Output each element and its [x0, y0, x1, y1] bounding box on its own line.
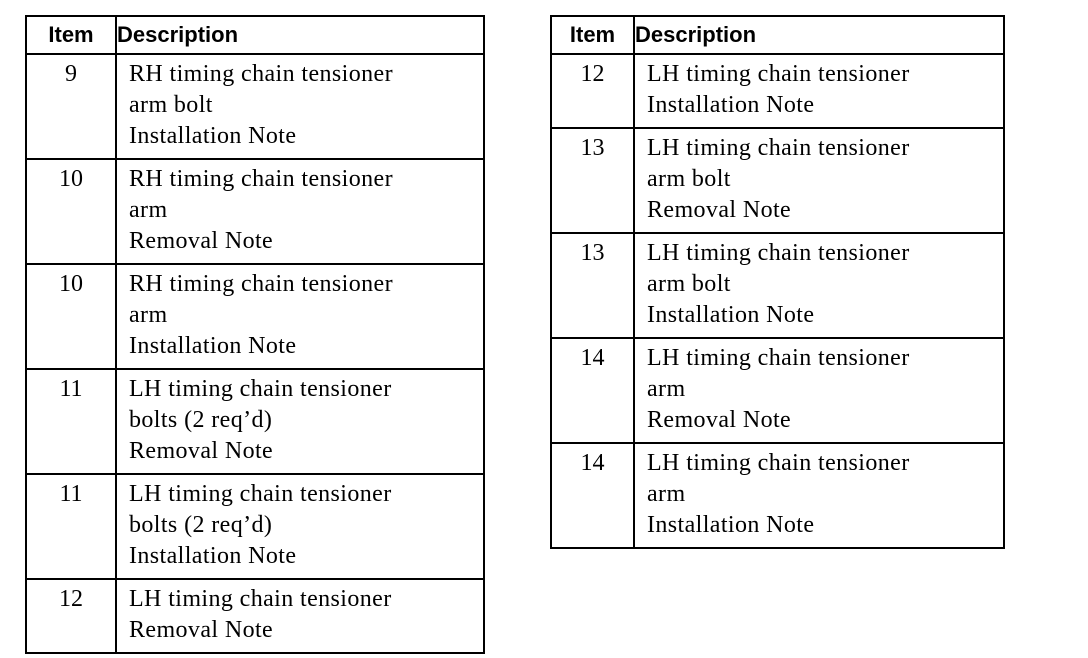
table-row: 11 LH timing chain tensioner bolts (2 re…	[25, 473, 485, 580]
item-number: 11	[25, 368, 117, 475]
table-row: 12 LH timing chain tensioner Installatio…	[550, 53, 1005, 129]
table-header-row: Item Description	[25, 15, 485, 55]
item-description: RH timing chain tensioner arm Removal No…	[115, 158, 485, 265]
item-number: 13	[550, 232, 635, 339]
item-number: 14	[550, 442, 635, 549]
item-number: 9	[25, 53, 117, 160]
table-row: 13 LH timing chain tensioner arm bolt Re…	[550, 127, 1005, 234]
table-row: 14 LH timing chain tensioner arm Install…	[550, 442, 1005, 549]
table-row: 12 LH timing chain tensioner Removal Not…	[25, 578, 485, 654]
table-header-row: Item Description	[550, 15, 1005, 55]
item-description: LH timing chain tensioner Installation N…	[633, 53, 1005, 129]
column-header-item: Item	[550, 15, 635, 55]
table-row: 14 LH timing chain tensioner arm Removal…	[550, 337, 1005, 444]
table-row: 11 LH timing chain tensioner bolts (2 re…	[25, 368, 485, 475]
item-number: 11	[25, 473, 117, 580]
item-number: 13	[550, 127, 635, 234]
item-description: LH timing chain tensioner bolts (2 req’d…	[115, 473, 485, 580]
column-header-item: Item	[25, 15, 117, 55]
table-row: 10 RH timing chain tensioner arm Install…	[25, 263, 485, 370]
item-description: RH timing chain tensioner arm Installati…	[115, 263, 485, 370]
item-number: 10	[25, 158, 117, 265]
item-description: LH timing chain tensioner arm Removal No…	[633, 337, 1005, 444]
column-header-description: Description	[633, 15, 1005, 55]
table-row: 9 RH timing chain tensioner arm bolt Ins…	[25, 53, 485, 160]
item-description: LH timing chain tensioner arm Installati…	[633, 442, 1005, 549]
item-description: LH timing chain tensioner bolts (2 req’d…	[115, 368, 485, 475]
table-row: 10 RH timing chain tensioner arm Removal…	[25, 158, 485, 265]
item-description: LH timing chain tensioner arm bolt Remov…	[633, 127, 1005, 234]
item-number: 10	[25, 263, 117, 370]
column-header-description: Description	[115, 15, 485, 55]
parts-table-left: Item Description 9 RH timing chain tensi…	[25, 15, 485, 654]
item-number: 12	[550, 53, 635, 129]
parts-table-right: Item Description 12 LH timing chain tens…	[550, 15, 1005, 549]
item-number: 14	[550, 337, 635, 444]
item-description: RH timing chain tensioner arm bolt Insta…	[115, 53, 485, 160]
item-number: 12	[25, 578, 117, 654]
item-description: LH timing chain tensioner arm bolt Insta…	[633, 232, 1005, 339]
table-row: 13 LH timing chain tensioner arm bolt In…	[550, 232, 1005, 339]
item-description: LH timing chain tensioner Removal Note	[115, 578, 485, 654]
